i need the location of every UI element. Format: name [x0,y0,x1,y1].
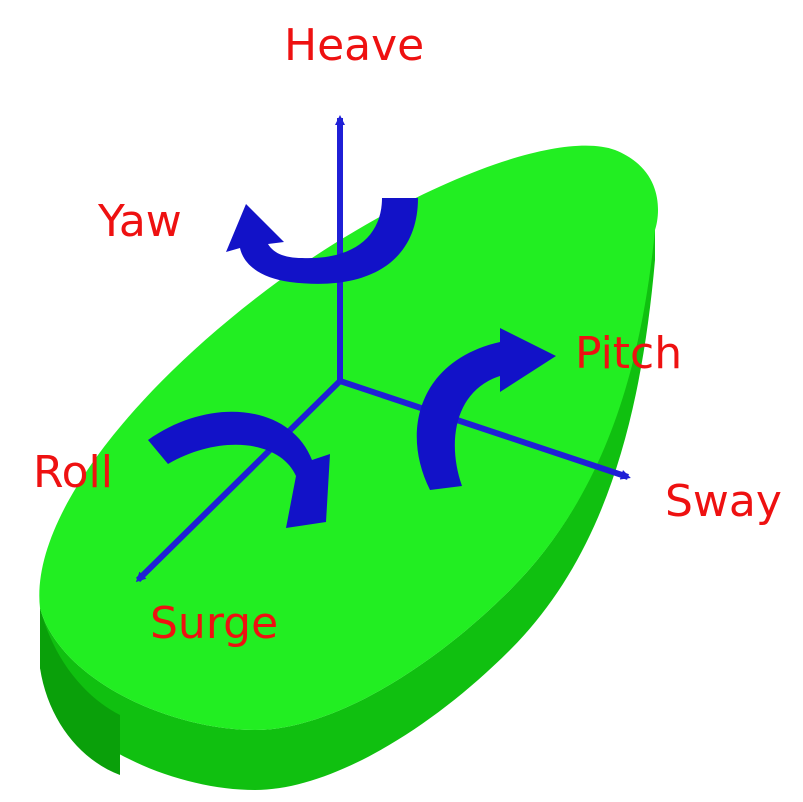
sway-label: Sway [665,476,782,527]
pitch-rotation-arrow [416,328,556,490]
yaw-label: Yaw [98,196,182,247]
pitch-label: Pitch [575,328,683,379]
roll-rotation-arrow [148,411,330,528]
sway-axis-arrow [339,378,631,480]
yaw-rotation-arrow [226,198,418,284]
surge-axis-arrow [135,378,343,583]
roll-label: Roll [33,447,113,498]
vessel-body-top [39,145,659,730]
vessel-body-side [40,210,655,790]
surge-label: Surge [150,598,279,649]
heave-label: Heave [284,20,425,71]
vessel-body-side-shade [40,608,120,775]
